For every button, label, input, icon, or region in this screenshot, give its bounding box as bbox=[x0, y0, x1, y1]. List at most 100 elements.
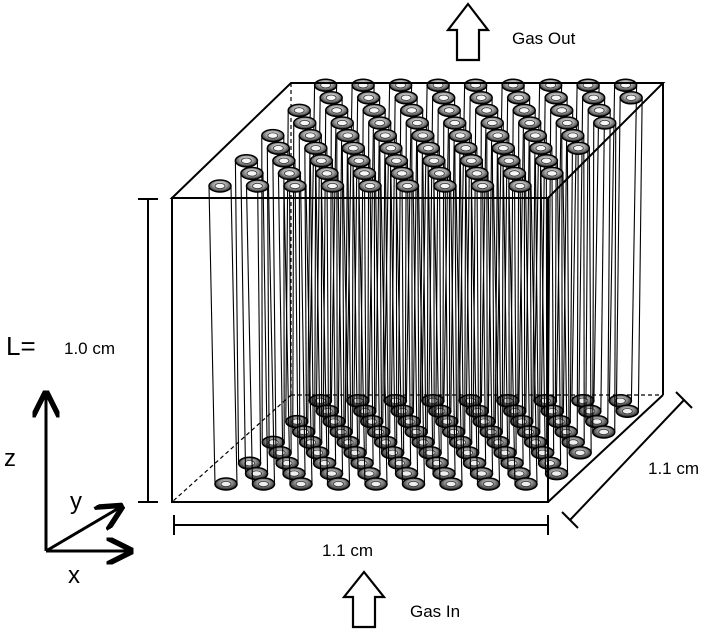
channel-wall-right bbox=[443, 85, 450, 401]
channel-wall-left bbox=[566, 148, 570, 453]
channel-top-bore bbox=[567, 132, 579, 139]
channel-wall-left bbox=[540, 173, 547, 474]
length-prefix: L= bbox=[6, 331, 36, 361]
channel-bottom-bore bbox=[537, 449, 549, 456]
channel-bottom-bore bbox=[615, 397, 626, 404]
channel-top-bore bbox=[439, 182, 451, 190]
channel-wall-right bbox=[389, 122, 392, 433]
channel-wall-right bbox=[368, 85, 375, 401]
channel-bottom-bore bbox=[483, 480, 494, 488]
channel-top-bore bbox=[402, 182, 413, 190]
channel-wall-right bbox=[600, 97, 606, 412]
channel-bottom-bore bbox=[476, 470, 487, 477]
channel-wall-right bbox=[551, 148, 555, 453]
axes bbox=[46, 396, 128, 551]
channel-bottom-bore bbox=[424, 449, 436, 456]
channel-wall-left bbox=[315, 173, 322, 474]
channel-wall-right bbox=[337, 97, 343, 412]
length-value: 1.0 cm bbox=[64, 339, 115, 358]
channel-wall-right bbox=[230, 185, 238, 485]
channel-wall-right bbox=[342, 185, 351, 485]
channel-bottom-bore bbox=[567, 439, 579, 446]
channel-wall-right bbox=[487, 97, 493, 412]
channel-wall-right bbox=[412, 97, 418, 412]
channel-top-bore bbox=[572, 145, 584, 152]
channel-wall-left bbox=[384, 160, 390, 464]
channel-top-bore bbox=[535, 145, 547, 152]
channel-bottom-bore bbox=[499, 449, 511, 456]
gas-in-label: Gas In bbox=[410, 602, 460, 621]
channel-bottom-bore bbox=[408, 480, 419, 488]
channel-top-bore bbox=[246, 170, 258, 177]
channel-array bbox=[208, 78, 643, 491]
channel-top-bore bbox=[316, 157, 327, 164]
channel-bottom-bore bbox=[333, 480, 344, 488]
channel-wall-right bbox=[530, 185, 538, 485]
channel-bottom-bore bbox=[574, 449, 586, 456]
channel-wall-right bbox=[294, 160, 299, 464]
channel-wall-left bbox=[240, 173, 247, 474]
channel-top-bore bbox=[546, 170, 558, 177]
channel-wall-right bbox=[494, 110, 499, 422]
channel-top-bore bbox=[541, 157, 552, 164]
channel-bottom-bore bbox=[319, 460, 330, 467]
channel-bottom-bore bbox=[370, 480, 382, 488]
channel-bottom-bore bbox=[298, 428, 310, 436]
channel-wall-left bbox=[427, 173, 434, 474]
channel-wall-right bbox=[630, 85, 638, 401]
channel-bottom-bore bbox=[251, 470, 262, 477]
channel-wall-left bbox=[352, 173, 359, 474]
channel-top-bore bbox=[299, 119, 311, 127]
channel-top-bore bbox=[289, 182, 301, 190]
channel-bottom-bore bbox=[244, 460, 255, 467]
width-dimension bbox=[173, 515, 549, 535]
channel-top-bore bbox=[342, 132, 354, 139]
channel-wall-right bbox=[330, 85, 338, 401]
channel-wall-right bbox=[426, 122, 429, 433]
channel-bottom-bore bbox=[258, 480, 269, 488]
channel-bottom-bore bbox=[485, 428, 497, 436]
channel-wall-right bbox=[562, 173, 569, 474]
channel-top-bore bbox=[481, 107, 493, 114]
channel-bottom-bore bbox=[431, 460, 443, 467]
channel-top-bore bbox=[293, 107, 305, 114]
channel-top-bore bbox=[391, 157, 402, 164]
channel-top-bore bbox=[497, 145, 509, 152]
channel-wall-right bbox=[344, 110, 349, 422]
channel-top-bore bbox=[599, 119, 611, 127]
channel-wall-right bbox=[455, 185, 463, 485]
channel-wall-right bbox=[375, 97, 381, 412]
channel-wall-right bbox=[307, 110, 311, 422]
channel-bottom-bore bbox=[295, 480, 307, 488]
channel-top-bore bbox=[492, 132, 504, 139]
channel-wall-left bbox=[470, 185, 479, 485]
channel-wall-right bbox=[588, 148, 592, 453]
channel-bottom-bore bbox=[520, 480, 532, 488]
channel-wall-right bbox=[487, 173, 494, 474]
channel-top-bore bbox=[336, 119, 348, 127]
channel-bottom-bore bbox=[462, 449, 473, 456]
channel-wall-right bbox=[380, 185, 388, 485]
channel-top-bore bbox=[411, 119, 423, 127]
channel-top-bore bbox=[284, 170, 295, 177]
channel-wall-left bbox=[534, 160, 540, 464]
channel-top-bore bbox=[310, 145, 322, 152]
channel-bottom-bore bbox=[312, 449, 323, 456]
channel-wall-right bbox=[369, 160, 374, 464]
channel-top-bore bbox=[434, 170, 445, 177]
channel-top-bore bbox=[466, 157, 477, 164]
channel-bottom-bore bbox=[326, 470, 337, 477]
channel-bottom-bore bbox=[445, 480, 457, 488]
channel-wall-left bbox=[433, 185, 441, 485]
channel-wall-right bbox=[501, 122, 504, 433]
channel-top-bore bbox=[514, 182, 526, 190]
channel-wall-left bbox=[422, 160, 427, 464]
channel-wall-right bbox=[299, 173, 306, 474]
channel-wall-left bbox=[465, 173, 472, 474]
channel-wall-right bbox=[351, 122, 354, 433]
channel-wall-right bbox=[417, 185, 426, 485]
channel-wall-right bbox=[444, 160, 449, 464]
channel-wall-left bbox=[390, 173, 397, 474]
channel-wall-right bbox=[637, 97, 643, 412]
channel-top-bore bbox=[272, 145, 284, 152]
